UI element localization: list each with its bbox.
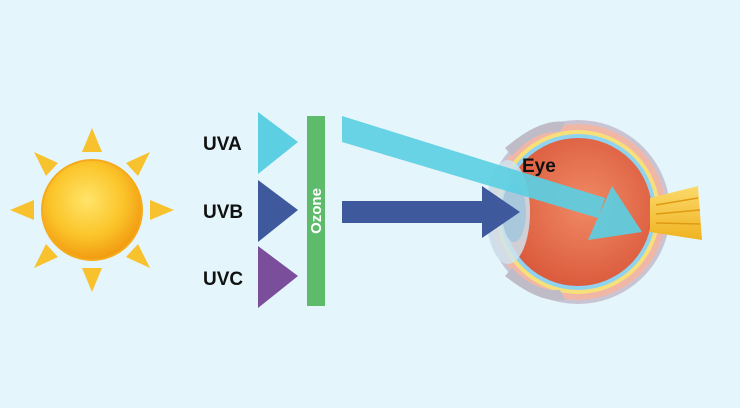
uvb-arrow xyxy=(342,186,520,238)
uvb-label: UVB xyxy=(203,202,243,223)
sun-ray xyxy=(126,152,150,176)
lower-eyelid xyxy=(505,268,565,301)
uvb-arrow-shaft xyxy=(342,201,486,223)
uvc-label: UVC xyxy=(203,269,243,290)
uvb-triangle xyxy=(258,180,298,242)
uvc-triangle xyxy=(258,246,298,308)
upper-eyelid xyxy=(505,121,565,156)
sun-ray xyxy=(10,200,34,220)
sun-ray xyxy=(34,244,58,268)
eye-label: Eye xyxy=(522,156,556,177)
optic-nerve-fibers xyxy=(655,197,701,225)
uva-arrow xyxy=(342,116,642,240)
uva-label: UVA xyxy=(203,134,242,155)
uvb-arrow-head xyxy=(482,186,520,238)
sun-ray xyxy=(126,244,150,268)
uva-triangle xyxy=(258,112,298,174)
sun-ray xyxy=(34,152,58,176)
ozone-layer xyxy=(307,116,325,306)
sun-ray xyxy=(82,128,102,152)
ozone-label: Ozone xyxy=(308,188,325,234)
uva-arrow-head xyxy=(588,186,642,240)
sun-ray xyxy=(150,200,174,220)
uva-arrow-shaft xyxy=(342,116,605,218)
sun-icon xyxy=(10,128,174,292)
sun-ray xyxy=(82,268,102,292)
